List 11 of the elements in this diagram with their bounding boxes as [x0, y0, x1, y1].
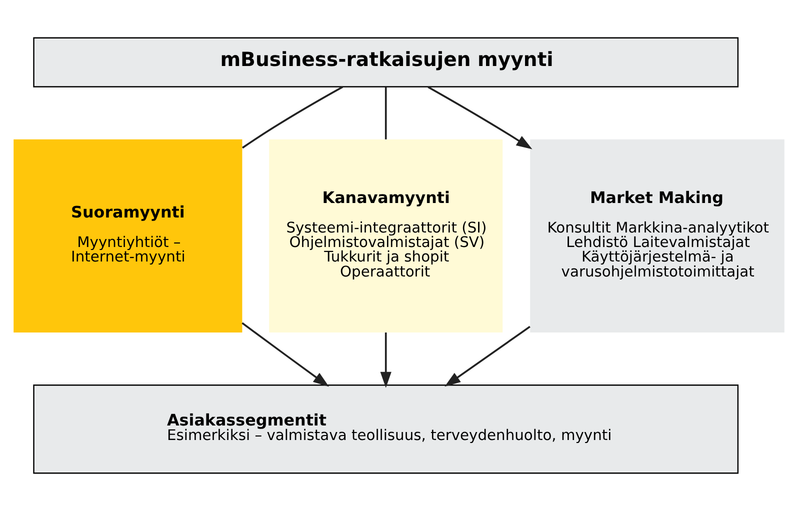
arrow	[444, 326, 530, 387]
arrow	[428, 86, 532, 150]
node-box: Asiakassegmentit Esimerkiksi – valmistava teollisuus, terveydenhuolto, myynti	[33, 384, 739, 474]
connector	[242, 86, 344, 149]
arrow	[242, 322, 330, 387]
node-box: Kanavamyynti Systeemi-integraattorit (SI) Ohjelmistovalmistajat (SV) Tukkurit ja shopit Operaattorit	[269, 139, 503, 333]
node-box: mBusiness-ratkaisujen myynti	[33, 37, 739, 88]
connector	[384, 87, 387, 140]
node-box: Market Making Konsultit Markkina-analyytikot Lehdistö Laitevalmistajat Käyttöjärjestelmä- ja varusohjelmistotoimittajat	[530, 139, 784, 333]
arrow	[380, 332, 392, 388]
node-box: Suoramyynti Myyntiyhtiöt – Internet-myynti	[14, 139, 242, 333]
